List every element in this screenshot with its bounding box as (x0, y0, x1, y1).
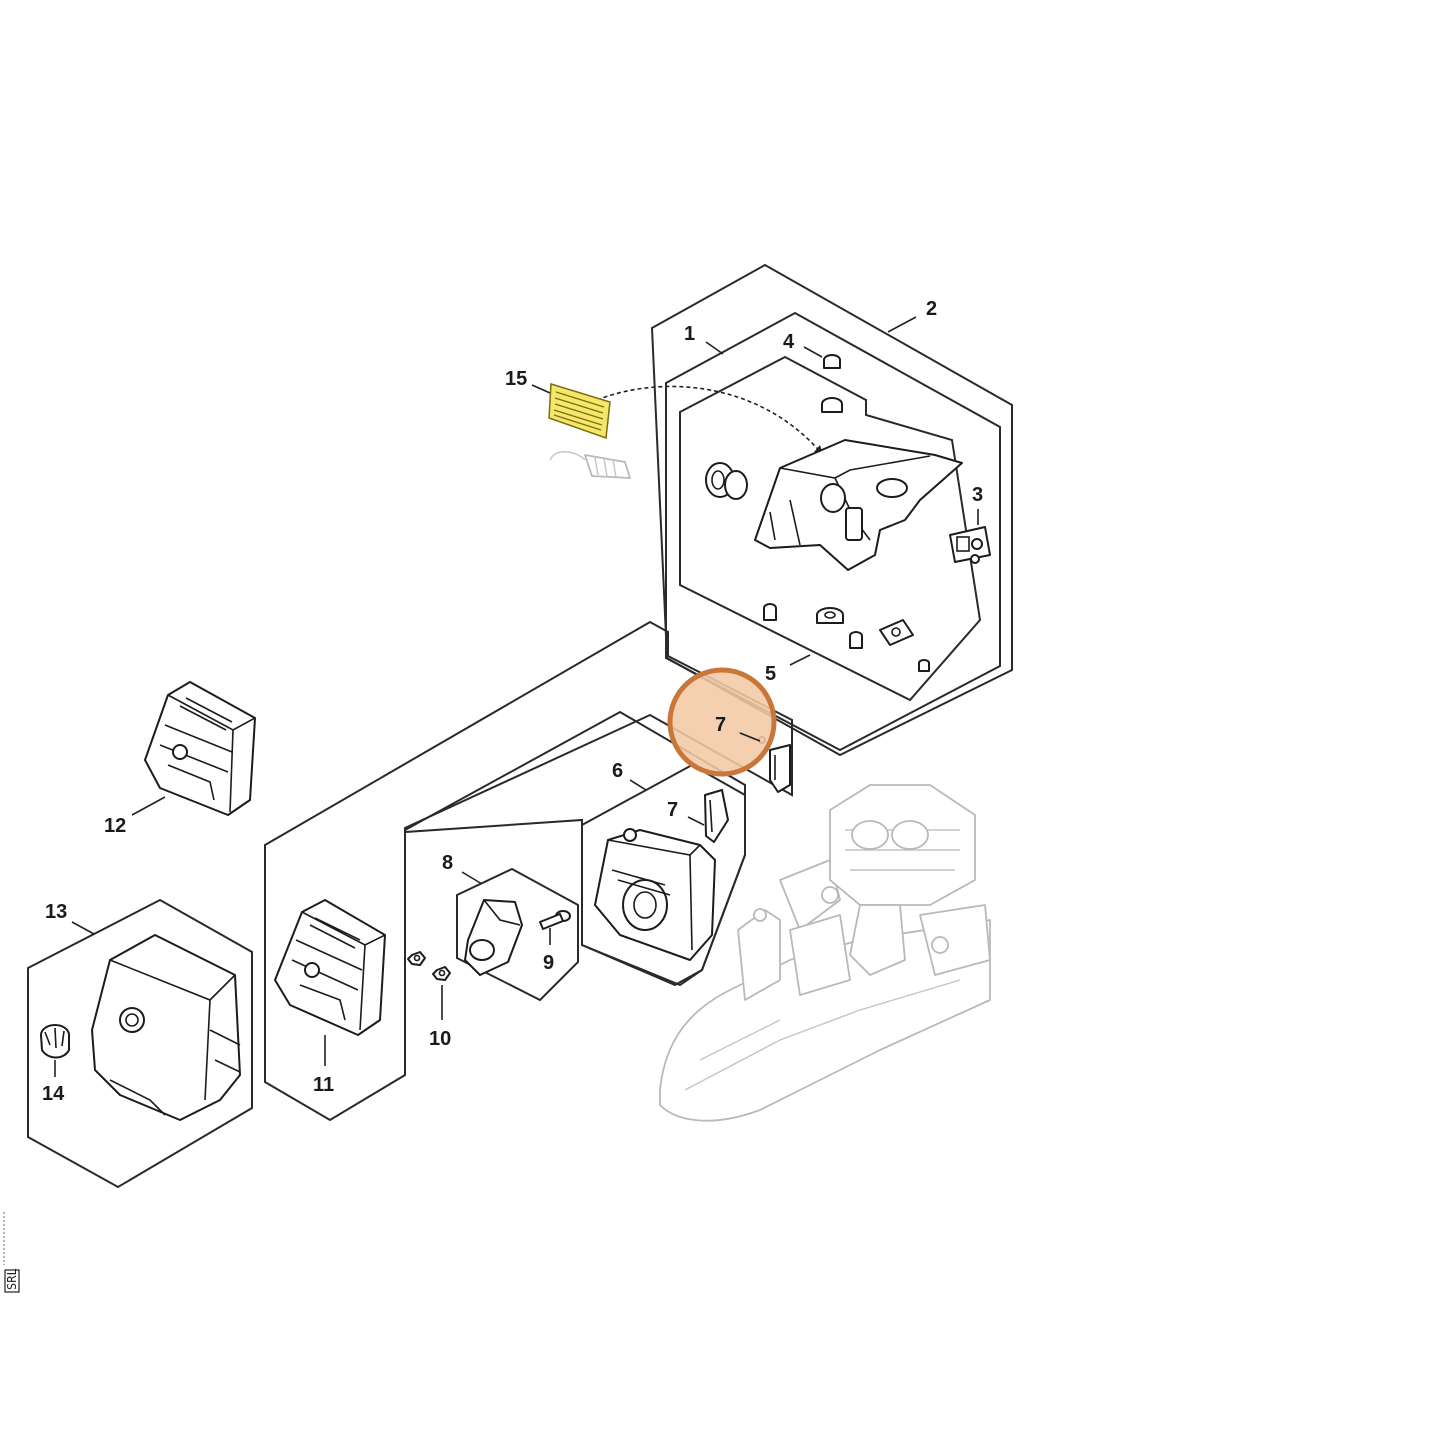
callout-1: 1 (684, 323, 695, 345)
chainsaw-body-ghost (659, 784, 991, 1122)
callout-9: 9 (543, 952, 554, 974)
leader-7a-over (739, 732, 761, 742)
callout-5: 5 (765, 663, 776, 685)
leader-12 (131, 796, 166, 816)
part-5-fasteners (763, 603, 930, 672)
leader-15-arrow (596, 385, 824, 456)
callout-11: 11 (313, 1074, 334, 1096)
part-8-intake (464, 899, 523, 976)
frame-group-1 (665, 311, 1001, 752)
leader-15 (531, 384, 551, 394)
part-4-grommet-top (821, 354, 843, 413)
part-14-knob (40, 1024, 70, 1059)
leader-7b (687, 816, 705, 826)
leader-6 (629, 779, 647, 791)
part-10-nuts (407, 951, 451, 981)
part-3-latch (949, 526, 991, 564)
callout-12: 12 (104, 815, 126, 837)
part-12-air-filter (144, 681, 256, 816)
callout-2: 2 (926, 298, 937, 320)
leader-2 (887, 316, 917, 333)
callout-10: 10 (429, 1028, 451, 1050)
leader-13 (71, 921, 95, 935)
callout-7a: 7 (715, 714, 726, 736)
side-code: SRL (3, 1212, 20, 1293)
highlight-circle-7[interactable] (667, 667, 777, 777)
part-spring-ghost (549, 451, 631, 479)
part-13-filter-cover (91, 934, 241, 1121)
part-6-shroud (594, 828, 716, 961)
callout-13: 13 (45, 901, 67, 923)
callout-8: 8 (442, 852, 453, 874)
callout-15: 15 (505, 368, 527, 390)
side-code-text: SRL (5, 1268, 19, 1290)
leader-8 (461, 871, 483, 885)
callout-7b: 7 (667, 799, 678, 821)
leader-4 (803, 346, 823, 358)
callout-6: 6 (612, 760, 623, 782)
callout-14: 14 (42, 1083, 65, 1105)
part-15-warning-label (548, 383, 611, 440)
part-11-air-filter (274, 899, 386, 1036)
frame-group-8 (456, 867, 579, 1002)
part-7-clip-lower (704, 789, 729, 843)
callout-4: 4 (783, 331, 795, 353)
frame-group-main (264, 620, 793, 1122)
frame-group-13 (27, 898, 253, 1189)
part-top-cover (754, 439, 963, 571)
leader-5 (789, 654, 811, 666)
leader-1 (705, 341, 724, 355)
part-nozzle (705, 462, 748, 500)
part-9-screw (539, 910, 571, 930)
callout-3: 3 (972, 484, 983, 506)
frame-group-inner (679, 355, 982, 702)
